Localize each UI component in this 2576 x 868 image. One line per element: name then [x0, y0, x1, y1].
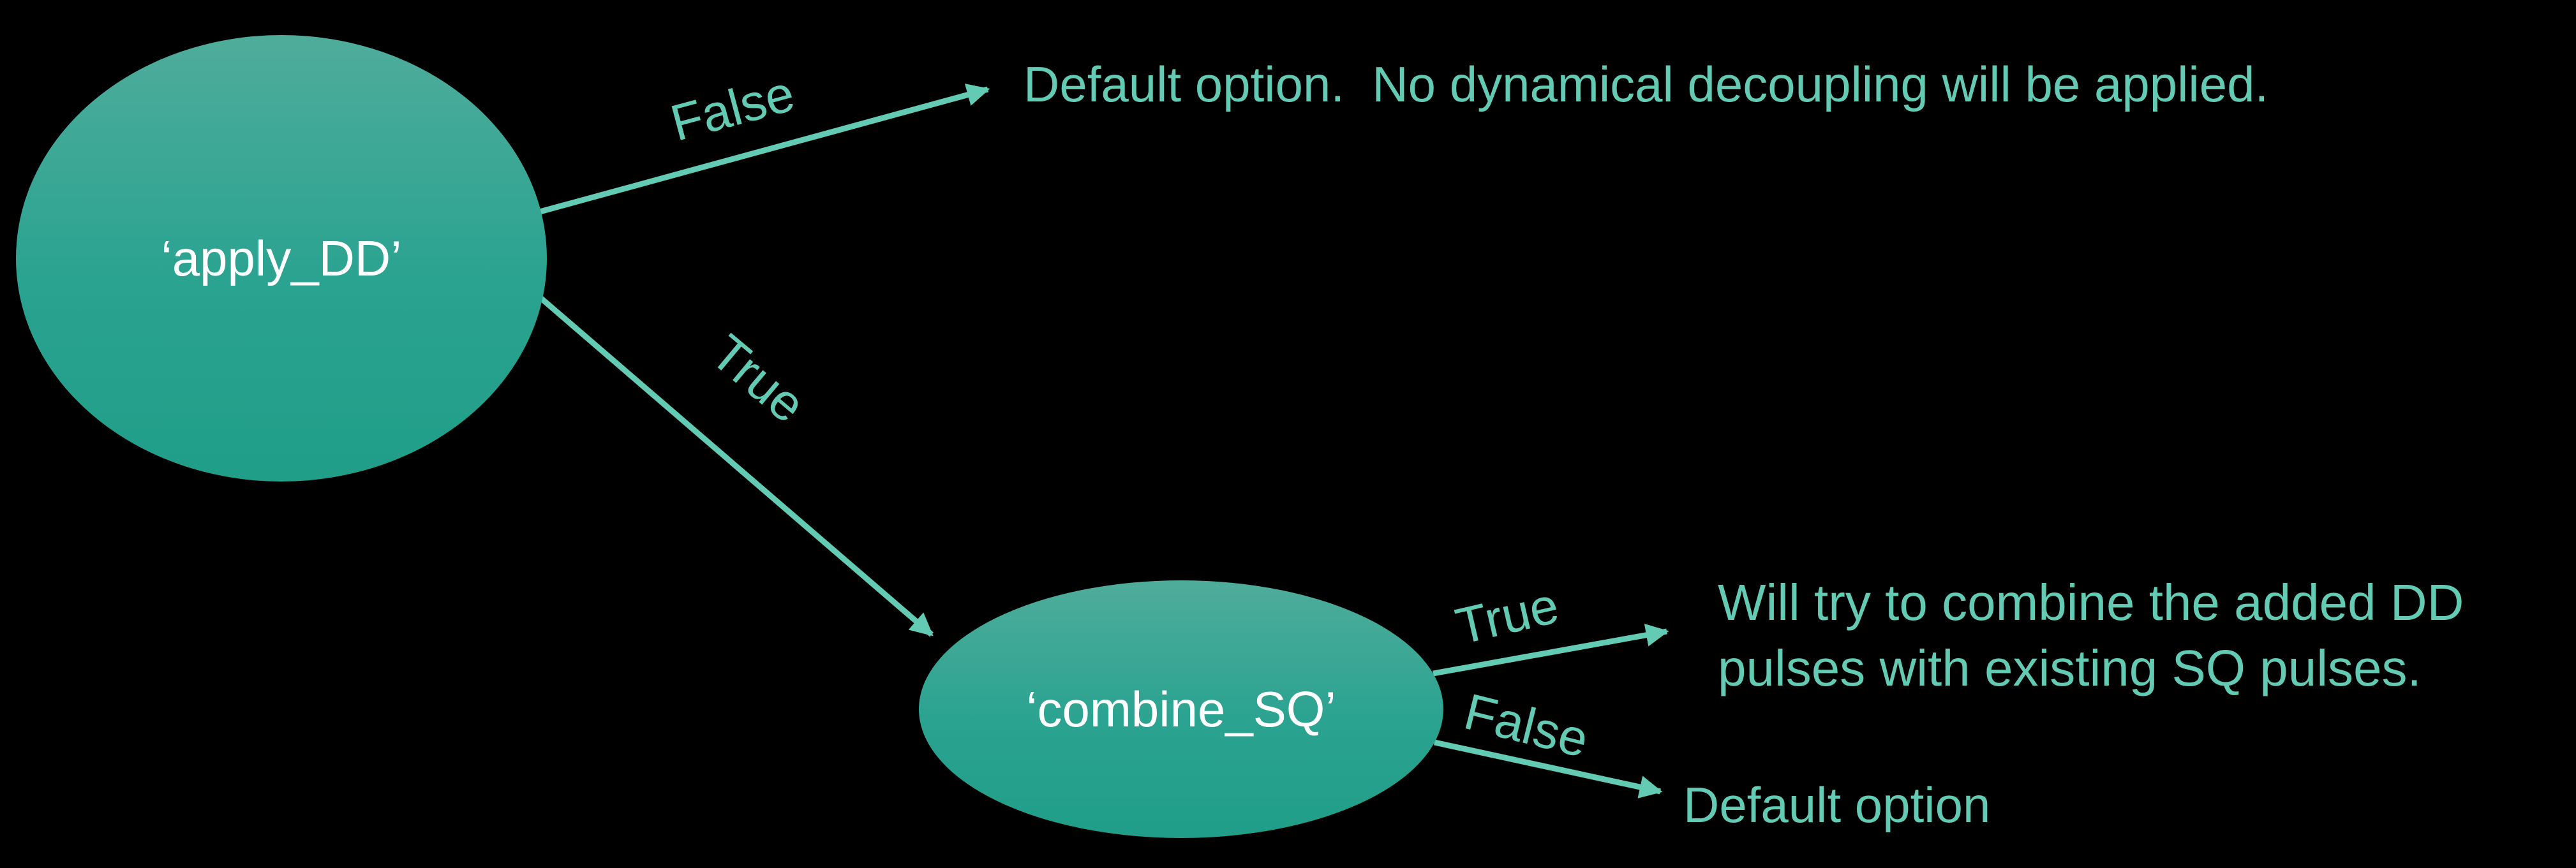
- outcome-text-default-option: Default option: [1683, 777, 1991, 833]
- node-combine-sq: ‘combine_SQ’: [919, 580, 1443, 838]
- edge-combine-sq-false-arrow: [1434, 739, 1663, 798]
- outcome-text-combine-pulses: Will try to combine the added DD pulses …: [1718, 570, 2464, 701]
- outcome-text-combine-pulses-line1: Will try to combine the added DD: [1718, 574, 2464, 631]
- edge-apply-dd-false-arrow: [539, 84, 990, 215]
- edge-combine-sq-true-arrow: [1433, 624, 1669, 677]
- node-apply-dd-label: ‘apply_DD’: [161, 230, 402, 286]
- node-combine-sq-label: ‘combine_SQ’: [1026, 681, 1336, 737]
- edge-apply-dd-true-arrow: [538, 295, 934, 637]
- outcome-text-no-dd: Default option. No dynamical decoupling …: [1024, 56, 2269, 112]
- outcome-text-combine-pulses-line2: pulses with existing SQ pulses.: [1718, 640, 2422, 696]
- node-apply-dd: ‘apply_DD’: [16, 35, 547, 482]
